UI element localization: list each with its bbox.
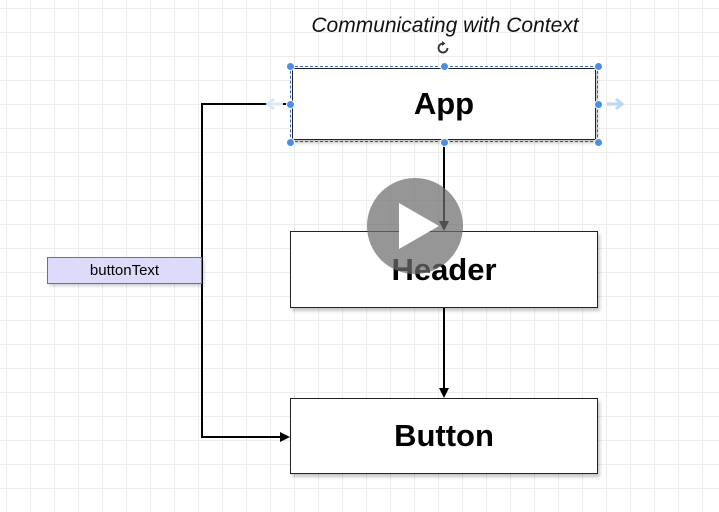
selection-handle-n[interactable] [440,62,449,71]
selection-handle-se[interactable] [594,138,603,147]
node-button[interactable]: Button [290,398,598,474]
selection-handle-s[interactable] [440,138,449,147]
connect-arrow-right-icon[interactable] [606,96,628,112]
edge-app-button-context[interactable] [201,103,290,442]
node-app[interactable]: App [290,66,598,142]
selection-handle-w[interactable] [286,100,295,109]
edge-label-button-text[interactable]: buttonText [47,257,202,284]
play-icon [399,203,439,249]
diagram-title[interactable]: Communicating with Context [311,14,579,37]
selection-handle-nw[interactable] [286,62,295,71]
selection-handle-ne[interactable] [594,62,603,71]
video-play-button[interactable] [367,178,463,274]
selection-handle-sw[interactable] [286,138,295,147]
connect-arrow-left-icon[interactable] [262,96,284,112]
rotate-icon[interactable] [435,40,451,56]
selection-handle-e[interactable] [594,100,603,109]
